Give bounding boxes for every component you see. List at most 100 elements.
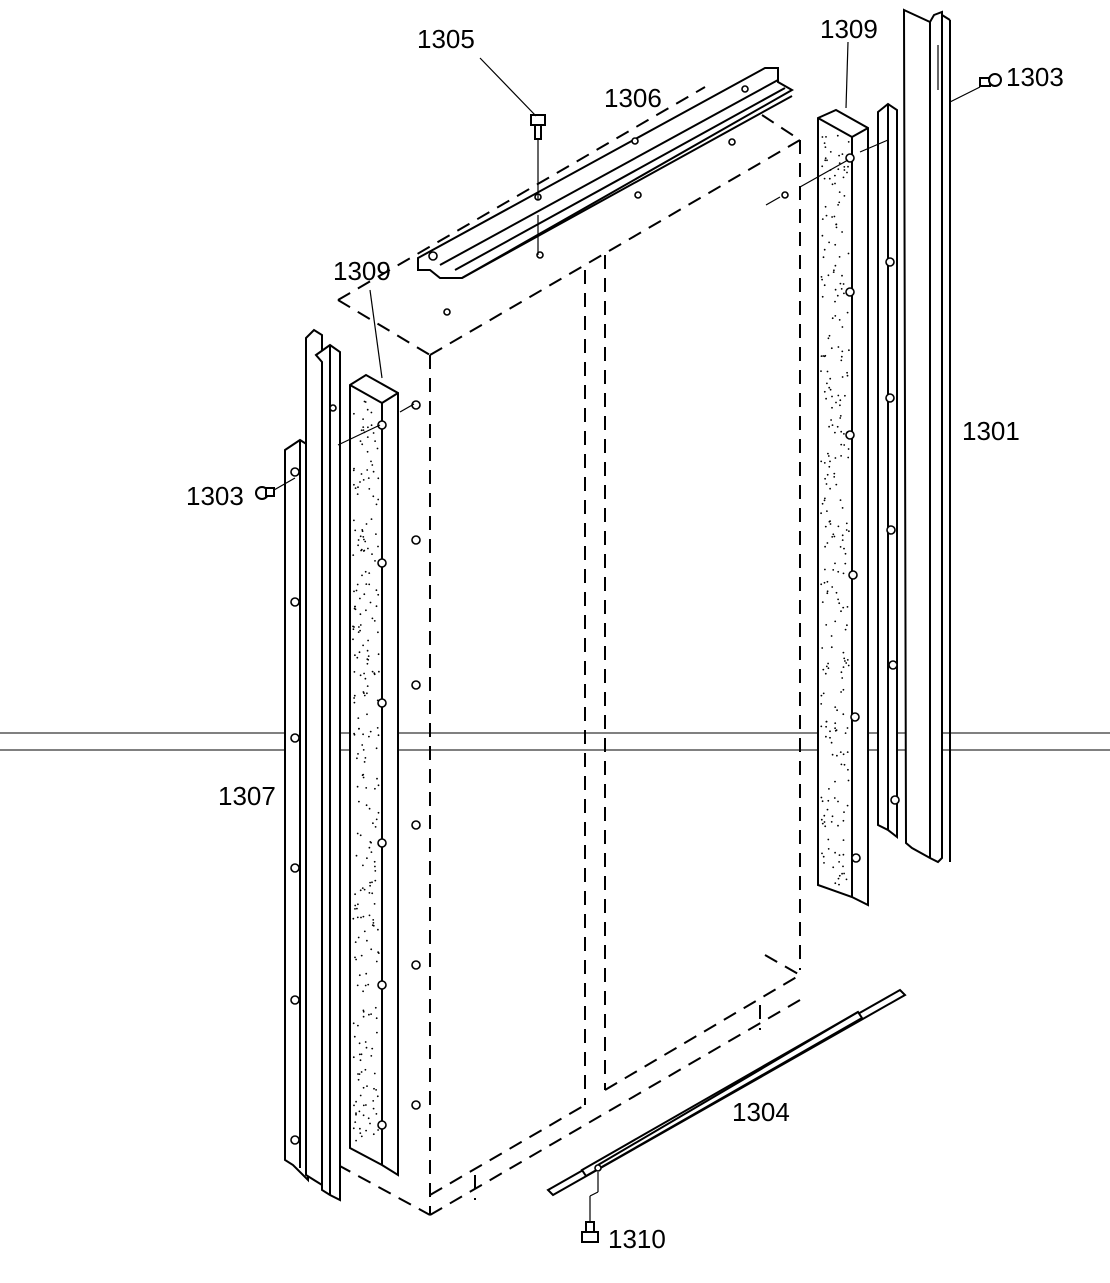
- foam-speck: [360, 473, 363, 475]
- foam-speck: [364, 570, 367, 573]
- bottom-channel-1304: [546, 988, 907, 1197]
- foam-speck: [839, 415, 842, 417]
- foam-speck: [825, 665, 828, 668]
- foam-speck: [823, 862, 825, 864]
- foam-speck: [823, 177, 826, 180]
- foam-speck: [831, 216, 833, 218]
- foam-speck: [844, 394, 846, 397]
- foam-speck: [364, 984, 367, 987]
- foam-speck: [842, 606, 845, 609]
- foam-speck: [356, 907, 358, 910]
- foam-speck: [824, 157, 827, 160]
- foam-speck: [352, 554, 355, 556]
- foam-speck: [840, 288, 843, 290]
- foam-speck: [833, 535, 836, 538]
- foam-speck: [368, 846, 371, 849]
- foam-speck: [352, 1056, 355, 1059]
- foam-speck: [844, 732, 847, 734]
- foam-speck: [842, 819, 845, 822]
- foam-speck: [827, 838, 830, 841]
- foam-speck: [826, 580, 829, 583]
- foam-speck: [838, 854, 841, 856]
- foam-speck: [834, 722, 837, 725]
- foam-speck: [826, 159, 828, 162]
- foam-speck: [820, 818, 823, 821]
- foam-speck: [366, 450, 369, 453]
- foam-speck: [372, 1133, 375, 1136]
- foam-speck: [834, 882, 837, 885]
- foam-speck: [843, 169, 846, 171]
- foam-speck: [825, 214, 828, 217]
- foam-speck: [836, 754, 838, 757]
- foam-speck: [359, 481, 361, 483]
- foam-speck: [821, 295, 824, 298]
- foam-speck: [363, 593, 366, 596]
- foam-speck: [366, 1085, 368, 1087]
- foam-speck: [377, 631, 379, 634]
- foam-speck: [826, 382, 828, 385]
- foam-speck: [820, 355, 823, 357]
- foam-speck: [371, 617, 374, 620]
- right-foam-strip-1309: [817, 108, 869, 907]
- foam-speck: [372, 822, 374, 825]
- foam-speck: [821, 852, 823, 855]
- foam-speck: [847, 779, 850, 782]
- foam-speck: [359, 1059, 362, 1062]
- foam-speck: [361, 443, 364, 446]
- foam-speck: [829, 523, 832, 525]
- foam-speck: [841, 231, 843, 233]
- foam-speck: [846, 751, 849, 753]
- foam-speck: [840, 430, 843, 433]
- foam-speck: [846, 431, 849, 434]
- foam-speck: [377, 593, 380, 596]
- foam-speck: [365, 787, 368, 789]
- door-panel-outline: [337, 86, 801, 1216]
- foam-speck: [844, 562, 847, 565]
- foam-speck: [370, 1013, 372, 1015]
- foam-speck: [358, 1073, 361, 1075]
- foam-speck: [839, 404, 841, 407]
- foam-speck: [835, 483, 838, 486]
- foam-speck: [822, 256, 825, 259]
- foam-speck: [827, 452, 829, 455]
- foam-speck: [367, 426, 369, 429]
- foam-speck: [845, 522, 848, 525]
- foam-speck: [847, 165, 849, 168]
- foam-speck: [355, 958, 357, 961]
- foam-speck: [374, 870, 377, 872]
- foam-speck: [375, 1113, 378, 1115]
- foam-speck: [836, 425, 839, 428]
- foam-speck: [846, 727, 849, 729]
- scan-lines: [0, 732, 1110, 751]
- foam-speck: [360, 429, 363, 432]
- foam-speck: [843, 444, 846, 446]
- foam-speck: [825, 136, 827, 138]
- foam-speck: [366, 713, 368, 716]
- foam-speck: [827, 667, 830, 670]
- foam-speck: [840, 610, 842, 613]
- foam-speck: [834, 182, 836, 185]
- foam-speck: [363, 538, 365, 541]
- foam-speck: [821, 822, 824, 825]
- foam-speck: [843, 195, 846, 197]
- foam-speck: [825, 397, 827, 400]
- foam-speck: [352, 469, 355, 472]
- foam-speck: [839, 399, 842, 402]
- foam-speck: [833, 269, 835, 272]
- foam-speck: [362, 426, 365, 428]
- foam-speck: [363, 761, 366, 763]
- foam-speck: [842, 753, 845, 756]
- right-channel-1301: [877, 8, 951, 864]
- foam-speck: [358, 974, 361, 977]
- foam-speck: [365, 523, 368, 525]
- foam-speck: [842, 853, 845, 856]
- foam-speck: [829, 377, 832, 380]
- foam-speck: [353, 519, 355, 522]
- foam-speck: [368, 914, 371, 917]
- foam-speck: [837, 525, 840, 528]
- foam-speck: [356, 916, 359, 919]
- foam-speck: [841, 274, 843, 277]
- foam-speck: [823, 248, 826, 251]
- foam-speck: [834, 174, 836, 177]
- foam-speck: [824, 568, 826, 571]
